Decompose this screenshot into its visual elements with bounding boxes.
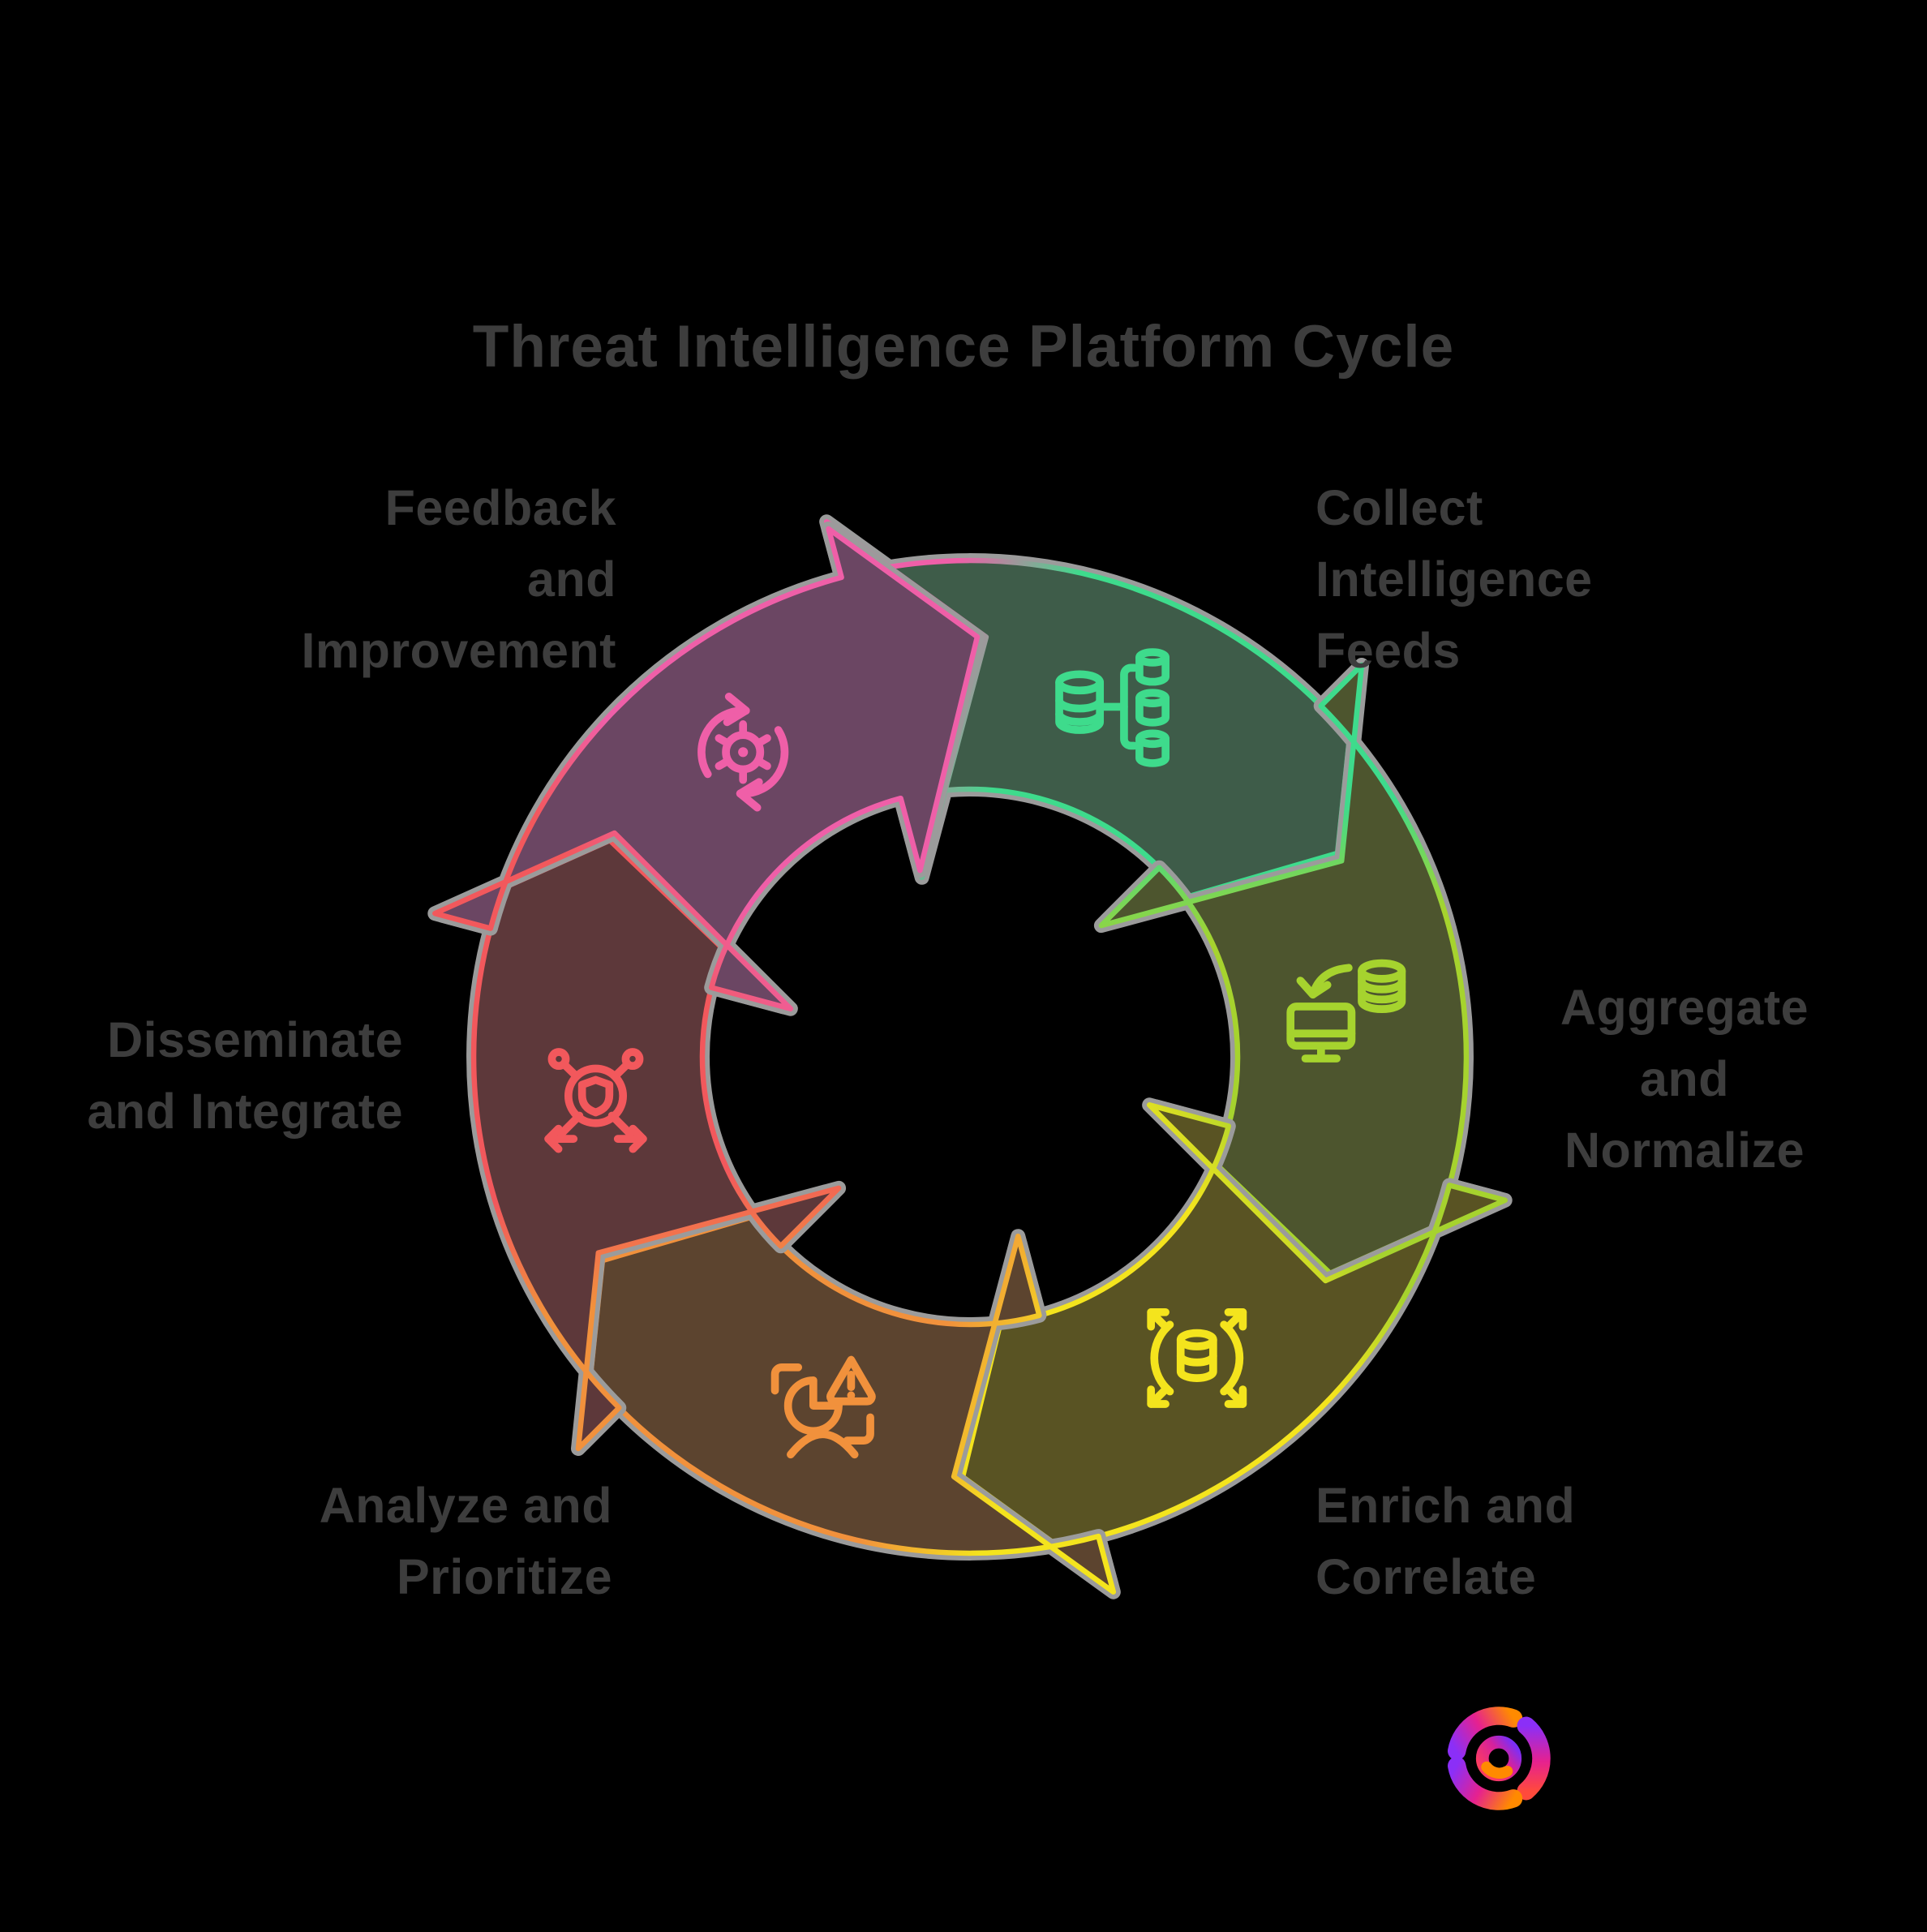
database-feeds-icon [1055, 648, 1170, 767]
logo-center-smile [1481, 1761, 1513, 1779]
label-enrich-and-correlate: Enrich and Correlate [1315, 1478, 1576, 1604]
analysis-alert-icon [770, 1355, 876, 1459]
brand-swirl-logo [1448, 1707, 1551, 1810]
refresh-gear-icon [697, 693, 789, 812]
label-analyze-and-prioritize: Analyze and Prioritize [319, 1478, 612, 1604]
segment-feedback [427, 522, 985, 1016]
label-collect-intelligence-feeds: Collect Intelligence Feeds [1315, 480, 1593, 678]
label-feedback-and-improvement: Feedback and Improvement [301, 480, 616, 678]
label-disseminate-and-integrate: Disseminate and Integrate [87, 1012, 403, 1139]
expand-database-icon [1147, 1307, 1247, 1408]
label-aggregate-and-normalize: Aggregate and Normalize [1560, 980, 1809, 1178]
page-title: Threat Intelligence Platform Cycle [472, 314, 1455, 380]
sync-database-icon [1286, 959, 1406, 1063]
logo-petal-bottom [1448, 1756, 1523, 1810]
share-shield-icon [544, 1048, 647, 1153]
logo-petal-right [1517, 1716, 1551, 1801]
logo-petal-top [1448, 1707, 1523, 1761]
